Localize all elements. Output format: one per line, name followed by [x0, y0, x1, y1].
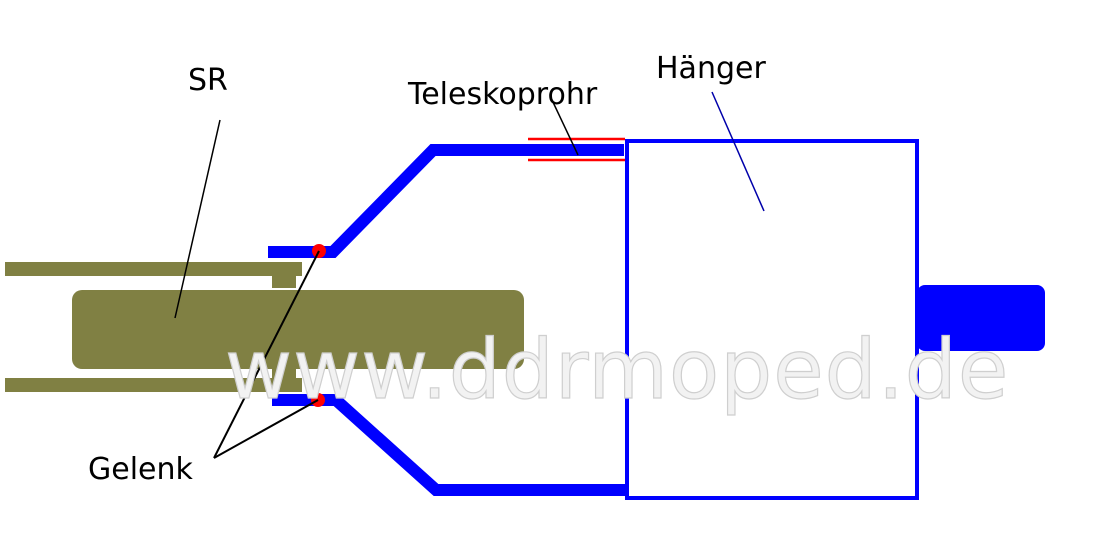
label-teleskoprohr: Teleskoprohr: [407, 77, 598, 112]
haenger-axle: [917, 285, 1045, 351]
haenger-box: [625, 139, 919, 500]
sr-upper-rail: [5, 262, 302, 276]
teleskoprohr-leader-line: [551, 99, 579, 156]
upper-tube: [268, 144, 624, 258]
sr-leader-line: [174, 119, 221, 319]
gelenk-leader-line-upper: [213, 250, 320, 459]
lower-tube: [272, 394, 628, 496]
watermark-text: www.ddrmoped.de: [225, 323, 1009, 418]
label-haenger: Hänger: [656, 51, 766, 86]
sr-upper-bracket: [272, 276, 296, 288]
sr-lower-rail: [5, 378, 302, 392]
sr-body: [72, 290, 524, 369]
label-gelenk: Gelenk: [88, 452, 194, 487]
sr-lower-bracket: [272, 368, 296, 378]
telescope-sleeve: [528, 137, 625, 162]
sr-frame: [5, 262, 524, 392]
gelenk-leader-line-lower: [213, 399, 319, 459]
haenger-leader-line: [711, 91, 765, 212]
label-sr: SR: [188, 63, 228, 98]
hitch-tubes: [268, 144, 628, 496]
